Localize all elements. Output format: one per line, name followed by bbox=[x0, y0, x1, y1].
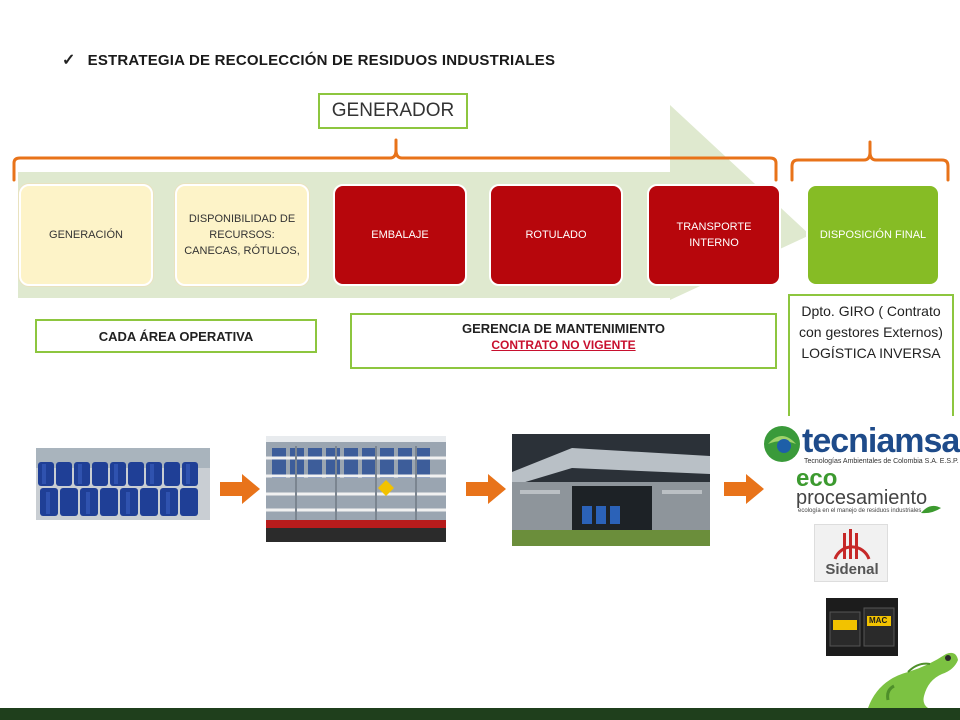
tecniamsa-globe-icon bbox=[764, 426, 800, 462]
responsable-giro: Dpto. GIRO ( Contrato con gestores Exter… bbox=[788, 294, 954, 416]
step-disponibilidad: DISPONIBILIDAD DE RECURSOS: CANECAS, RÓT… bbox=[175, 184, 309, 286]
logo-tecniamsa: tecniamsa Tecnologías Ambientales de Col… bbox=[762, 422, 960, 468]
generador-label: GENERADOR bbox=[318, 93, 468, 129]
step-transporte-interno: TRANSPORTE INTERNO bbox=[647, 184, 781, 286]
footer-bar bbox=[0, 708, 960, 720]
arrow-right-icon bbox=[466, 474, 506, 504]
photo-drums bbox=[36, 448, 210, 520]
arrow-right-icon bbox=[724, 474, 764, 504]
arrow-right-icon bbox=[220, 474, 260, 504]
contrato-status: CONTRATO NO VIGENTE bbox=[491, 338, 636, 352]
step-embalaje: EMBALAJE bbox=[333, 184, 467, 286]
logo-sidenal: Sidenal bbox=[814, 524, 888, 582]
photo-truck bbox=[266, 436, 446, 542]
sidenal-emblem-icon bbox=[833, 529, 871, 560]
eco-wordmark: eco bbox=[796, 465, 838, 492]
slide-title-text: ESTRATEGIA DE RECOLECCIÓN DE RESIDUOS IN… bbox=[87, 51, 556, 69]
sidenal-wordmark: Sidenal bbox=[825, 561, 879, 578]
slide-title: ✓ ESTRATEGIA DE RECOLECCIÓN DE RESIDUOS … bbox=[62, 50, 555, 70]
checkmark-icon: ✓ bbox=[62, 52, 76, 69]
gerencia-label: GERENCIA DE MANTENIMIENTO bbox=[462, 321, 665, 336]
logo-mac-batteries: MAC bbox=[826, 598, 898, 656]
photo-warehouse bbox=[512, 434, 710, 546]
tecniamsa-tagline: Tecnologías Ambientales de Colombia S.A.… bbox=[804, 458, 959, 465]
procesamiento-wordmark: procesamiento bbox=[796, 487, 928, 509]
logo-ecoprocesamiento: eco procesamiento ecología en el manejo … bbox=[796, 465, 956, 516]
disposicion-bracket bbox=[790, 140, 950, 182]
eco-tagline: ecología en el manejo de residuos indust… bbox=[798, 508, 922, 514]
leaf-icon bbox=[921, 505, 941, 514]
iguana-mascot-icon bbox=[868, 652, 958, 708]
tecniamsa-wordmark: tecniamsa bbox=[802, 422, 960, 460]
step-rotulado: ROTULADO bbox=[489, 184, 623, 286]
responsable-area-operativa: CADA ÁREA OPERATIVA bbox=[35, 319, 317, 353]
step-generacion: GENERACIÓN bbox=[19, 184, 153, 286]
generador-bracket bbox=[12, 138, 778, 182]
responsable-gerencia: GERENCIA DE MANTENIMIENTO CONTRATO NO VI… bbox=[350, 313, 777, 369]
mac-wordmark: MAC bbox=[869, 616, 888, 625]
step-disposicion-final: DISPOSICIÓN FINAL bbox=[806, 184, 940, 286]
